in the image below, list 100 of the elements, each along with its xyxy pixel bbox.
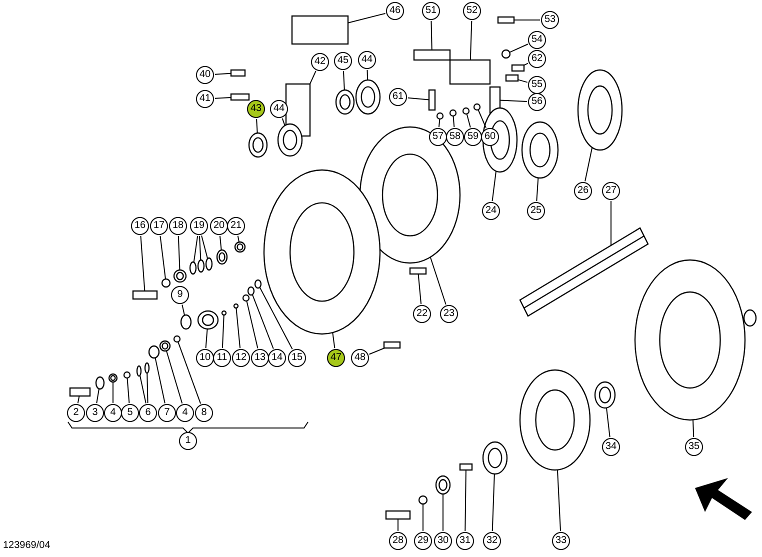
leader-line	[112, 382, 114, 404]
leader-line	[178, 341, 202, 404]
leader-line	[139, 374, 146, 404]
callout-number: 55	[528, 76, 546, 94]
part-box	[413, 49, 451, 61]
leader-line	[518, 79, 528, 83]
callout-number: 8	[195, 404, 213, 422]
leader-line	[692, 419, 694, 438]
drawing-number: 123969/04	[3, 540, 50, 551]
nut-drawing	[108, 373, 118, 383]
part-ellipse	[205, 257, 213, 271]
callout-number: 28	[389, 532, 407, 550]
part-ellipse	[95, 376, 105, 390]
part-ellipse	[197, 259, 205, 273]
callout-number: 34	[602, 438, 620, 456]
leader-line	[407, 97, 430, 100]
part-ellipse	[449, 109, 457, 117]
callout-number: 24	[482, 202, 500, 220]
callout-number: 26	[574, 182, 592, 200]
leader-line	[160, 235, 166, 280]
o-ring-drawing	[482, 107, 518, 173]
leader-line	[430, 256, 446, 305]
leader-line	[368, 348, 386, 355]
leader-line	[178, 236, 180, 270]
part-box	[511, 64, 525, 72]
callout-number: 29	[414, 532, 432, 550]
part-ellipse	[242, 294, 250, 302]
leader-line	[126, 378, 130, 404]
ring-drawing	[335, 89, 355, 115]
leader-line	[348, 12, 386, 24]
callout-number: 57	[429, 128, 447, 146]
part-ellipse	[136, 365, 142, 377]
part-box	[459, 463, 473, 471]
leader-line	[237, 235, 240, 243]
part-box	[132, 290, 158, 300]
callout-number: 52	[463, 2, 481, 20]
callout-number: 56	[528, 93, 546, 111]
leader-line	[342, 70, 345, 91]
bearing-drawing	[521, 121, 559, 179]
bearing-drawing	[594, 381, 616, 409]
washer-drawing	[216, 249, 228, 265]
leader-line	[146, 372, 148, 404]
part-box	[230, 93, 250, 101]
leader-line	[222, 314, 224, 348]
leader-line	[96, 388, 100, 404]
callout-number: 2	[67, 404, 85, 422]
callout-number: 35	[685, 438, 703, 456]
callout-number: 16	[131, 217, 149, 235]
callout-number: 59	[464, 128, 482, 146]
disc-drawing	[519, 369, 591, 471]
callout-number: 31	[456, 532, 474, 550]
part-box	[409, 267, 427, 275]
leader-line	[201, 235, 208, 260]
leader-line	[418, 274, 422, 305]
leader-line	[478, 109, 487, 128]
part-box	[505, 74, 519, 82]
callout-number: 43	[247, 100, 265, 118]
callout-number: 1	[179, 432, 197, 450]
part-ellipse	[436, 112, 444, 120]
part-ellipse	[254, 279, 262, 289]
callout-number: 5	[121, 404, 139, 422]
leader-line	[252, 294, 274, 350]
callout-number: 15	[288, 349, 306, 367]
callout-number: 53	[541, 11, 559, 29]
part-box	[497, 16, 515, 24]
leader-line	[466, 113, 471, 128]
leader-line	[584, 146, 593, 182]
bearing-drawing	[277, 123, 303, 157]
callout-number: 27	[602, 182, 620, 200]
leader-line	[193, 235, 198, 263]
leader-line	[524, 62, 528, 66]
leader-line	[332, 332, 336, 349]
leader-line	[610, 200, 612, 246]
leader-line	[246, 300, 258, 349]
leader-line	[442, 494, 444, 532]
callout-number: 51	[422, 2, 440, 20]
part-box	[449, 59, 491, 85]
bearing-drawing	[159, 340, 171, 352]
washer-drawing	[173, 269, 187, 283]
callout-number: 54	[528, 31, 546, 49]
callout-number: 4	[104, 404, 122, 422]
callout-number: 20	[210, 217, 228, 235]
leader-line	[492, 170, 497, 202]
leader-line	[199, 236, 202, 261]
washer-drawing	[435, 475, 451, 495]
part-ellipse	[233, 303, 239, 309]
leader-line	[309, 70, 316, 84]
callout-number: 46	[386, 2, 404, 20]
part-box	[230, 69, 246, 77]
callout-number: 48	[351, 349, 369, 367]
leader-line	[205, 328, 208, 349]
leader-line	[430, 20, 432, 50]
callout-number: 44	[270, 100, 288, 118]
part-ellipse	[161, 278, 171, 288]
callout-number: 18	[169, 217, 187, 235]
callout-number: 30	[434, 532, 452, 550]
leader-line	[509, 44, 528, 53]
leader-line	[470, 20, 472, 60]
callout-number: 61	[389, 88, 407, 106]
callout-number: 14	[268, 349, 286, 367]
